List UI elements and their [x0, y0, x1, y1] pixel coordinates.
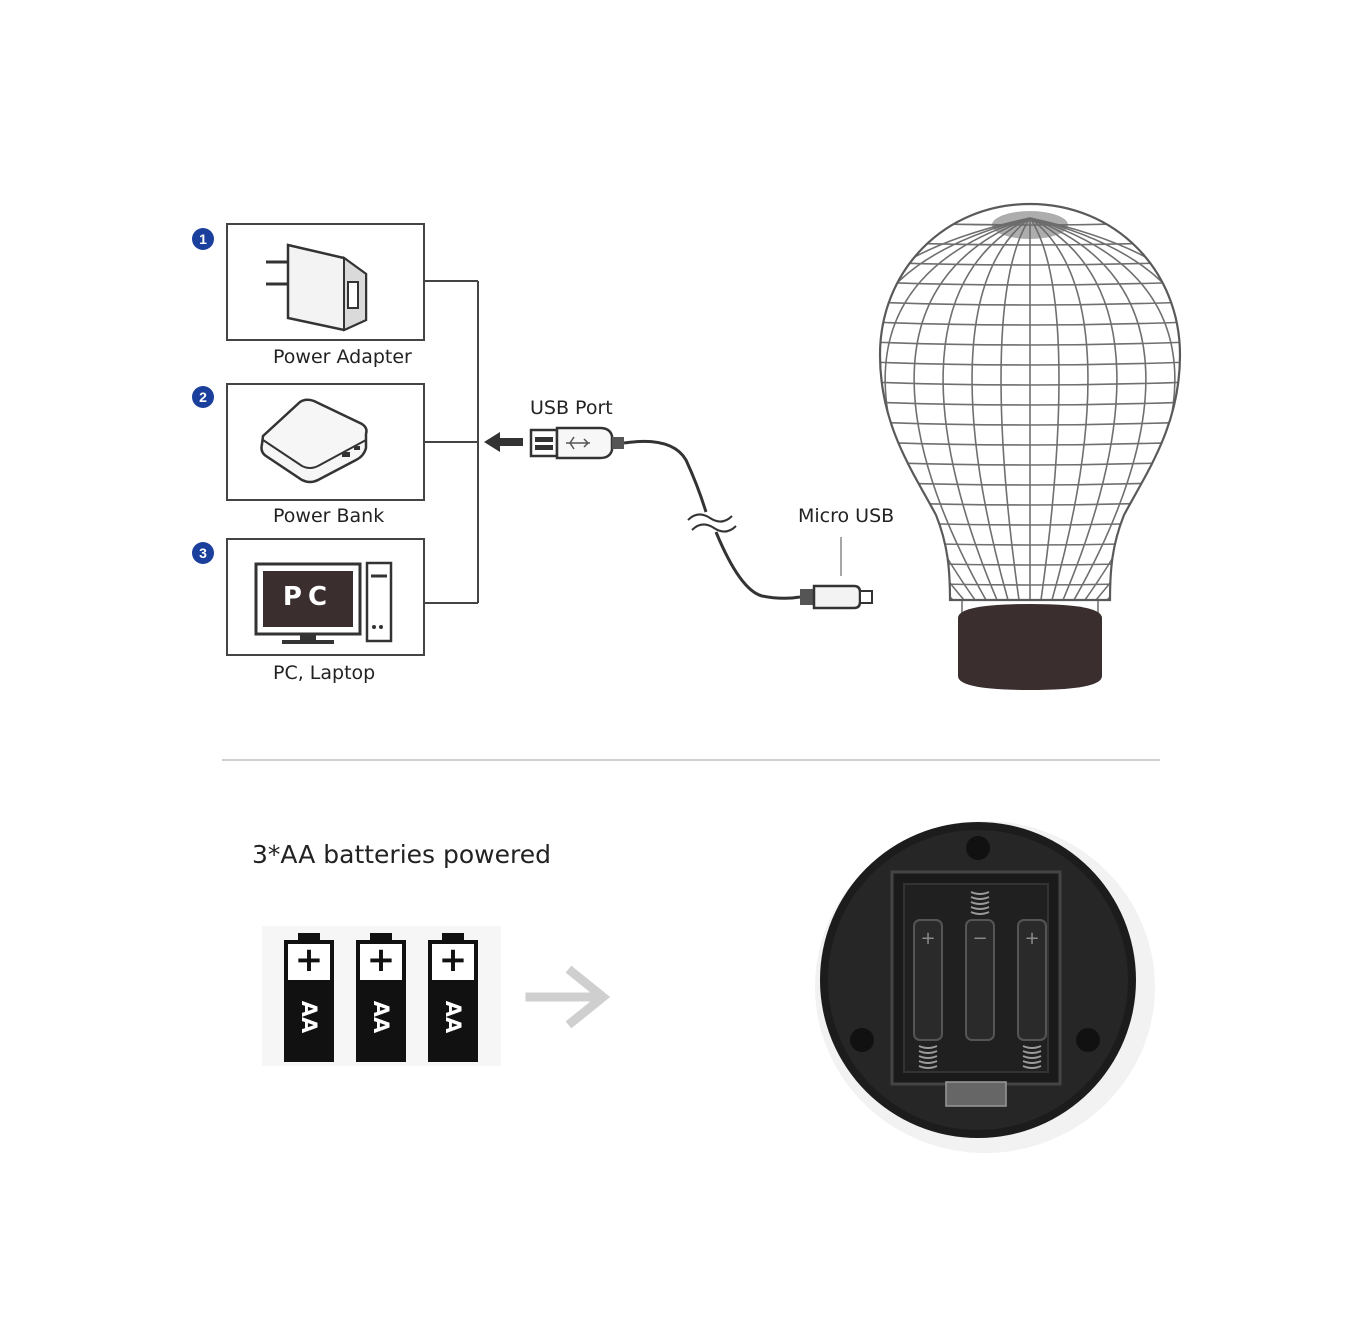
pc-icon: [254, 561, 393, 644]
step-badge-1: 1: [192, 228, 214, 250]
step-badge-3: 3: [192, 542, 214, 564]
battery-group: [262, 926, 501, 1066]
pc-laptop-label: PC, Laptop: [273, 662, 376, 684]
battery-plus-sign: +: [366, 940, 396, 980]
usb-port-label: USB Port: [530, 397, 613, 419]
power-adapter-icon: [266, 243, 368, 332]
holder-polarity-mark: +: [920, 928, 936, 949]
power-adapter-label: Power Adapter: [273, 346, 412, 368]
pc-box: [226, 538, 425, 656]
step-badge-2: 2: [192, 386, 214, 408]
battery-section-title: 3*AA batteries powered: [252, 840, 551, 869]
input-arrow: [484, 432, 523, 452]
power-bank-label: Power Bank: [273, 505, 385, 527]
right-arrow-icon: [525, 965, 611, 1029]
usb-a-plug-icon: [529, 426, 624, 460]
battery-holder-illustration: [815, 821, 1155, 1153]
holder-polarity-mark: −: [972, 928, 988, 949]
micro-usb-label: Micro USB: [798, 505, 895, 527]
micro-usb-plug-icon: [800, 584, 873, 610]
connector-bracket: [424, 280, 479, 604]
battery-aa-label: AA: [441, 1000, 465, 1034]
battery-cover-slot: [945, 1081, 1007, 1107]
usb-cable: [623, 439, 801, 600]
battery-aa-label: AA: [297, 1000, 321, 1034]
power-bank-icon: [260, 398, 368, 484]
battery-plus-sign: +: [294, 940, 324, 980]
pc-screen-text: PC: [282, 582, 334, 612]
bulb-lamp-illustration: [878, 202, 1182, 690]
holder-polarity-mark: +: [1024, 928, 1040, 949]
lamp-base: [958, 604, 1102, 690]
battery-aa-label: AA: [369, 1000, 393, 1034]
battery-plus-sign: +: [438, 940, 468, 980]
